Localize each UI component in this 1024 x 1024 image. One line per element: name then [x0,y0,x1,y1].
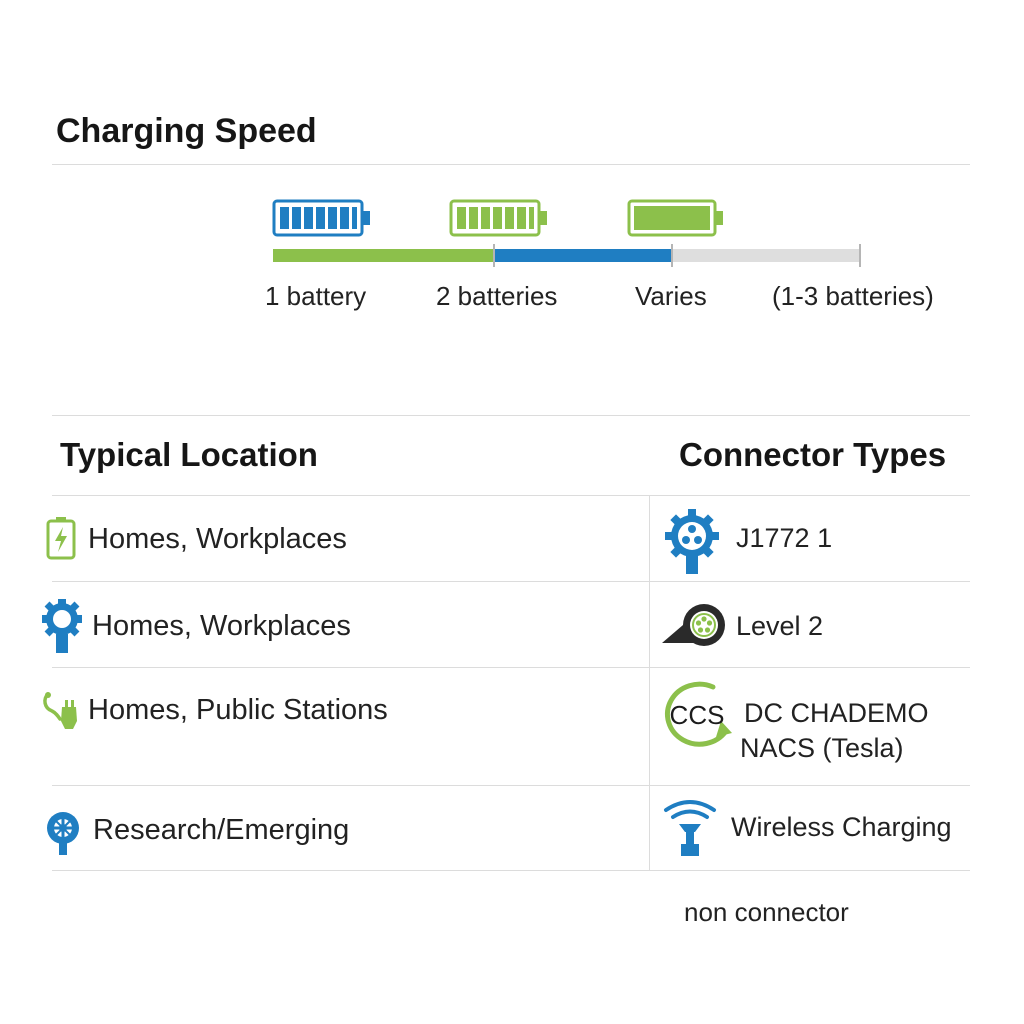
speed-bar-tick [493,244,495,267]
j1772-plug-icon [665,509,719,574]
connector-text: J1772 1 [736,523,833,553]
battery-full-blue-icon [272,199,370,237]
row-divider [52,581,970,582]
location-text: Homes, Workplaces [88,523,347,555]
ccs-badge-icon: CCS [665,681,732,747]
connector-text-line2: NACS (Tesla) [740,733,904,763]
wireless-coil-icon [47,812,79,855]
header-divider [52,495,970,496]
location-text: Homes, Workplaces [92,610,351,642]
speed-label-3: Varies [635,281,707,311]
ccs-badge-text: CCS [670,700,725,730]
speed-bar-blue [495,249,673,262]
connector-text: Level 2 [736,611,824,641]
connector-text: Wireless Charging [731,812,952,842]
speed-label-1: 1 battery [265,281,367,311]
speed-bar-green [273,249,495,262]
connector-column-header: Connector Types [679,436,947,473]
speed-bar-gray [673,249,860,262]
location-column-header: Typical Location [60,436,318,473]
level2-plug-icon [662,604,725,646]
row-divider [52,667,970,668]
connector-text: DC CHADEMO [744,698,929,728]
charging-cable-icon [43,692,77,729]
location-text: Homes, Public Stations [88,694,388,726]
column-divider [649,495,650,870]
wireless-pad-icon [664,800,716,856]
speed-label-4: (1-3 batteries) [772,281,934,311]
footnote: non connector [684,897,849,927]
speed-bar-tick [671,244,673,267]
speed-bar-tick [859,244,861,267]
battery-segmented-green-icon [449,199,547,237]
battery-solid-green-icon [627,199,723,237]
row-divider [52,785,970,786]
table-top-divider [52,415,970,416]
gear-plug-icon [42,599,82,653]
table-bottom-divider [52,870,970,871]
battery-bolt-icon [46,517,76,560]
title-divider [52,164,970,165]
charging-speed-title: Charging Speed [56,112,317,150]
location-text: Research/Emerging [93,814,350,846]
speed-label-2: 2 batteries [436,281,558,311]
